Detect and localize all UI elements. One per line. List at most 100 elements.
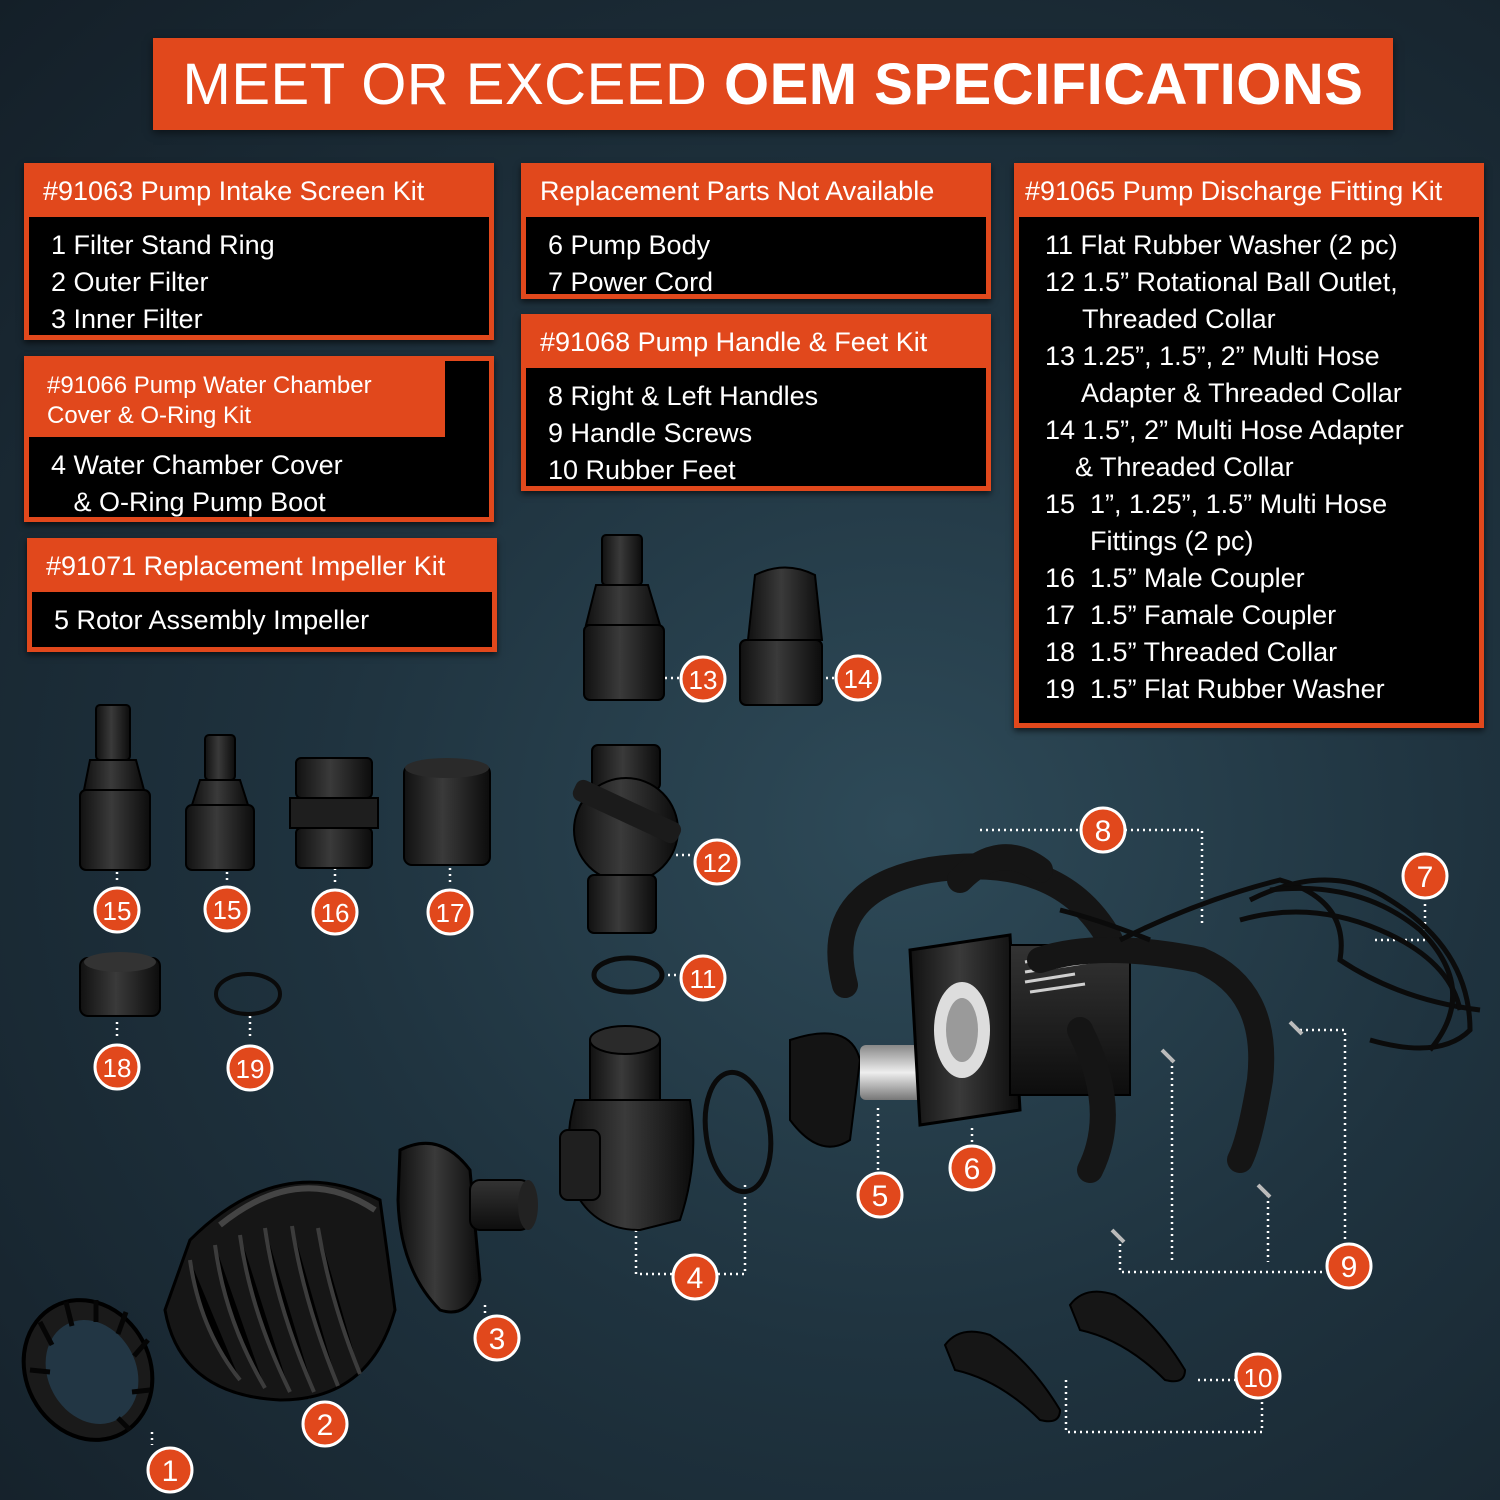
kit-discharge-fitting: #91065 Pump Discharge Fitting Kit 11 Fla… (1014, 163, 1484, 728)
list-item: 7 Power Cord (548, 267, 714, 298)
kit-handle-feet-header: #91068 Pump Handle & Feet Kit (526, 319, 986, 369)
callout-11: 11 (679, 954, 727, 1002)
pump-body-part (908, 933, 1131, 1127)
svg-text:10: 10 (1244, 1363, 1273, 1393)
hose-fitting-15b-part (185, 734, 255, 871)
rubber-feet-part (943, 1290, 1187, 1423)
handle-screws-part (1110, 1020, 1304, 1244)
callout-15b: 15 (203, 885, 251, 933)
kit-intake-screen-header: #91063 Pump Intake Screen Kit (29, 168, 489, 218)
list-item: Fittings (2 pc) (1045, 526, 1254, 557)
hose-fitting-15a-part (79, 704, 151, 871)
list-item: 3 Inner Filter (51, 304, 203, 335)
male-coupler-part (289, 757, 379, 869)
inner-filter-part (396, 1141, 538, 1314)
power-cord-part (1059, 877, 1481, 1052)
callout-16: 16 (311, 888, 359, 936)
female-coupler-part (403, 758, 491, 866)
list-item: & O-Ring Pump Boot (51, 487, 326, 517)
parts-not-available-list: 6 Pump Body 7 Power Cord (526, 217, 986, 307)
kit-water-chamber-list: 4 Water Chamber Cover & O-Ring Pump Boot (29, 437, 489, 527)
list-item: 4 Water Chamber Cover (51, 450, 343, 480)
callout-badges: 1 2 3 4 5 6 7 8 9 10 11 12 13 14 15 15 1… (93, 654, 1449, 1494)
callout-10: 10 (1234, 1352, 1282, 1400)
svg-text:18: 18 (103, 1053, 132, 1083)
kit-intake-screen-list: 1 Filter Stand Ring 2 Outer Filter 3 Inn… (29, 217, 489, 344)
list-item: 16 1.5” Male Coupler (1045, 563, 1305, 594)
water-chamber-cover-part (559, 1025, 774, 1232)
callout-2: 2 (301, 1400, 349, 1448)
threaded-collar-part (79, 952, 161, 1017)
callout-4: 4 (671, 1253, 719, 1301)
handles-part (827, 844, 1275, 1183)
multi-hose-adapter-13-part (583, 534, 665, 701)
title-banner: MEET OR EXCEED OEM SPECIFICATIONS (153, 38, 1393, 130)
kit-intake-screen: #91063 Pump Intake Screen Kit 1 Filter S… (24, 163, 494, 340)
banner-title-bold: OEM SPECIFICATIONS (723, 51, 1364, 117)
list-item: 15 1”, 1.25”, 1.5” Multi Hose (1045, 489, 1388, 520)
list-item: 13 1.25”, 1.5”, 2” Multi Hose (1045, 341, 1380, 372)
list-item: 19 1.5” Flat Rubber Washer (1045, 674, 1385, 705)
svg-text:12: 12 (703, 848, 732, 878)
list-item: 17 1.5” Famale Coupler (1045, 600, 1337, 631)
banner-title: MEET OR EXCEED OEM SPECIFICATIONS (183, 51, 1364, 118)
kit-impeller: #91071 Replacement Impeller Kit 5 Rotor … (27, 538, 497, 652)
flat-rubber-washer-part (214, 972, 282, 1016)
svg-text:11: 11 (690, 964, 717, 994)
list-item: 5 Rotor Assembly Impeller (54, 605, 370, 636)
svg-text:17: 17 (436, 898, 465, 928)
list-item: 18 1.5” Threaded Collar (1045, 637, 1338, 668)
list-item: Threaded Collar (1045, 304, 1276, 335)
callout-1: 1 (146, 1446, 194, 1494)
kit-discharge-fitting-header: #91065 Pump Discharge Fitting Kit (1019, 168, 1479, 218)
svg-text:4: 4 (687, 1262, 704, 1295)
filter-stand-ring-part (21, 1298, 155, 1442)
callout-15a: 15 (93, 886, 141, 934)
list-item: 6 Pump Body (548, 230, 711, 261)
callout-18: 18 (93, 1043, 141, 1091)
kit-handle-feet: #91068 Pump Handle & Feet Kit 8 Right & … (521, 314, 991, 491)
svg-text:7: 7 (1417, 861, 1434, 894)
svg-text:16: 16 (321, 898, 350, 928)
leader-lines (115, 676, 1427, 1445)
list-item: 11 Flat Rubber Washer (2 pc) (1045, 230, 1398, 261)
svg-text:13: 13 (689, 665, 718, 695)
kit-impeller-list: 5 Rotor Assembly Impeller (32, 592, 492, 645)
parts-not-available: Replacement Parts Not Available 6 Pump B… (521, 163, 991, 299)
svg-text:14: 14 (844, 664, 873, 694)
callout-14: 14 (834, 654, 882, 702)
list-item: 9 Handle Screws (548, 418, 753, 449)
kit-handle-feet-list: 8 Right & Left Handles 9 Handle Screws 1… (526, 368, 986, 495)
callout-3: 3 (473, 1314, 521, 1362)
callout-8: 8 (1079, 806, 1127, 854)
kit-water-chamber: #91066 Pump Water Chamber Cover & O-Ring… (24, 356, 494, 522)
callout-17: 17 (426, 888, 474, 936)
list-item: 8 Right & Left Handles (548, 381, 819, 412)
svg-text:19: 19 (236, 1054, 265, 1084)
list-item: 12 1.5” Rotational Ball Outlet, (1045, 267, 1398, 298)
svg-text:5: 5 (872, 1180, 889, 1213)
svg-text:15: 15 (103, 896, 132, 926)
list-item: 10 Rubber Feet (548, 455, 736, 486)
list-item: 1 Filter Stand Ring (51, 230, 275, 261)
callout-5: 5 (856, 1171, 904, 1219)
outer-filter-part (163, 1180, 397, 1402)
svg-text:8: 8 (1095, 815, 1112, 848)
ball-outlet-part (572, 744, 682, 934)
multi-hose-adapter-14-part (739, 566, 824, 706)
callout-13: 13 (679, 655, 727, 703)
list-item: 2 Outer Filter (51, 267, 209, 298)
callout-19: 19 (226, 1044, 274, 1092)
kit-discharge-fitting-list: 11 Flat Rubber Washer (2 pc) 12 1.5” Rot… (1019, 217, 1479, 714)
flat-washer-part (591, 955, 665, 995)
svg-text:6: 6 (964, 1153, 981, 1186)
kit-impeller-header: #91071 Replacement Impeller Kit (32, 543, 492, 593)
callout-6: 6 (948, 1144, 996, 1192)
kit-water-chamber-header: #91066 Pump Water Chamber Cover & O-Ring… (29, 361, 445, 437)
list-item: 14 1.5”, 2” Multi Hose Adapter (1045, 415, 1404, 446)
callout-12: 12 (693, 838, 741, 886)
svg-text:9: 9 (1341, 1251, 1358, 1284)
banner-title-light: MEET OR EXCEED (182, 51, 708, 117)
list-item: Adapter & Threaded Collar (1045, 378, 1402, 409)
